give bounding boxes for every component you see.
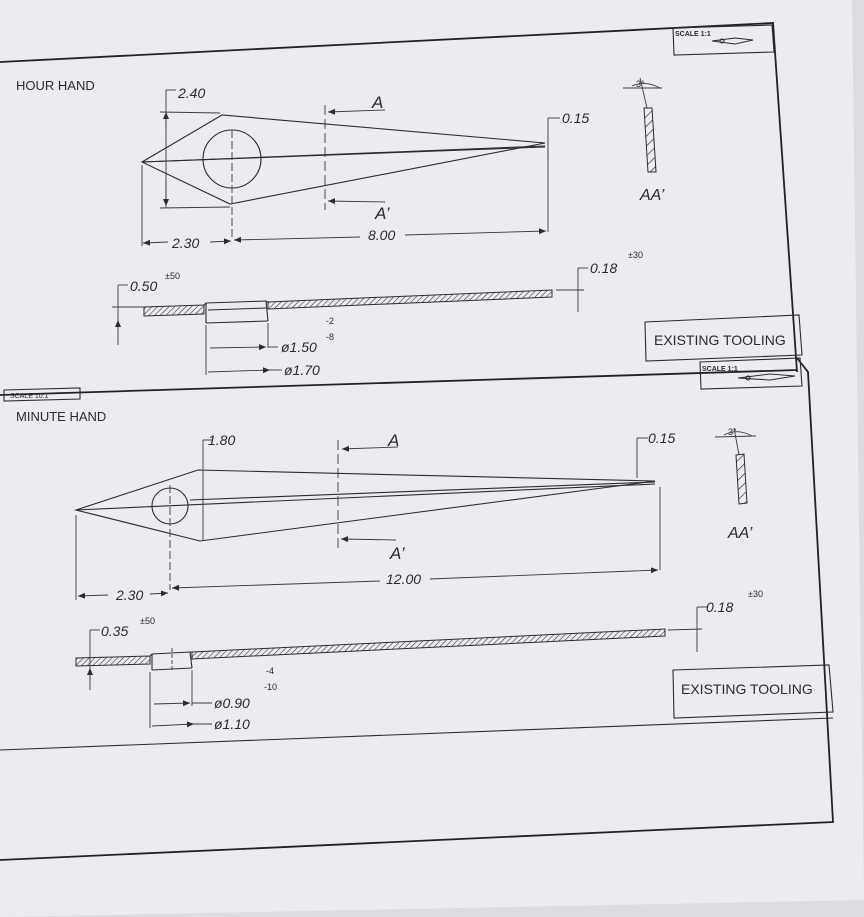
tooling-label-hour: EXISTING TOOLING <box>654 332 786 348</box>
hour-length-dim: 8.00 <box>368 227 395 243</box>
scale-top-label: SCALE 1:1 <box>675 31 711 38</box>
hour-section-label: AA’ <box>639 187 665 204</box>
tooling-box-hour: EXISTING TOOLING <box>644 314 803 362</box>
minute-bore-tol-lower: -10 <box>264 682 277 692</box>
minute-tip-thickness-dim: 0.18 <box>706 599 733 615</box>
minute-bore-dim: ø0.90 <box>214 695 250 711</box>
minute-thickness-tol: ±50 <box>140 616 155 626</box>
upper-frame <box>0 22 798 373</box>
minute-width-dim: 1.80 <box>208 432 235 448</box>
minute-angle-label: 3° <box>728 427 737 437</box>
minute-section-label: AA’ <box>727 525 753 542</box>
hour-angle-label: 3° <box>636 79 645 89</box>
hour-outer-dim: ø1.70 <box>284 362 320 378</box>
frame-divider <box>0 369 798 396</box>
hour-tip-thickness-tol: ±30 <box>628 250 643 260</box>
hour-offset-dim: 2.30 <box>171 235 199 251</box>
minute-hand-section: MINUTE HAND A A’ 1.80 0.15 2.30 12.00 <box>16 409 763 732</box>
hour-section-a: A <box>371 93 383 112</box>
scale-box-mid: SCALE 1:1 <box>699 357 803 390</box>
minute-bore-tol-upper: -4 <box>266 666 274 676</box>
scale-box-top: SCALE 1:1 <box>672 24 775 56</box>
minute-offset-dim: 2.30 <box>115 587 143 603</box>
hour-bore-tol-lower: -8 <box>326 332 334 342</box>
hour-width-dim: 2.40 <box>177 85 205 101</box>
scale-box-left: SCALE 10:1 <box>3 387 81 402</box>
lower-frame <box>0 357 834 861</box>
hour-tip-thickness-dim: 0.18 <box>590 260 617 276</box>
hour-thickness-tol: ±50 <box>165 271 180 281</box>
hour-section-view: 3° AA’ <box>623 77 665 204</box>
hour-section-a2: A’ <box>374 204 390 223</box>
hour-tip-dim: 0.15 <box>562 110 589 126</box>
scale-left-label: SCALE 10:1 <box>10 393 49 400</box>
minute-section-view: 3° AA’ <box>714 427 757 542</box>
minute-section-a2: A’ <box>389 544 405 563</box>
minute-hand-top-view <box>74 440 656 590</box>
hour-thickness-dim: 0.50 <box>130 278 157 294</box>
scale-mid-label: SCALE 1:1 <box>702 366 738 373</box>
minute-length-dim: 12.00 <box>386 571 421 587</box>
hour-hand-side-view <box>143 289 553 324</box>
minute-section-a: A <box>387 431 399 450</box>
frame-inner-line <box>0 717 834 751</box>
tooling-box-minute: EXISTING TOOLING <box>672 664 834 719</box>
minute-tip-dim: 0.15 <box>648 430 675 446</box>
minute-thickness-dim: 0.35 <box>101 623 128 639</box>
hour-bore-tol-upper: -2 <box>326 316 334 326</box>
hour-bore-dim: ø1.50 <box>281 339 317 355</box>
hour-hand-section: HOUR HAND A A’ 2.40 0.15 2.3 <box>16 77 665 378</box>
hour-hand-top-view <box>140 105 546 240</box>
minute-outer-dim: ø1.10 <box>214 716 250 732</box>
minute-hand-title: MINUTE HAND <box>16 409 106 424</box>
minute-hand-side-view <box>75 628 666 671</box>
hour-hand-title: HOUR HAND <box>16 78 95 93</box>
tooling-label-minute: EXISTING TOOLING <box>681 681 813 697</box>
minute-tip-thickness-tol: ±30 <box>748 589 763 599</box>
